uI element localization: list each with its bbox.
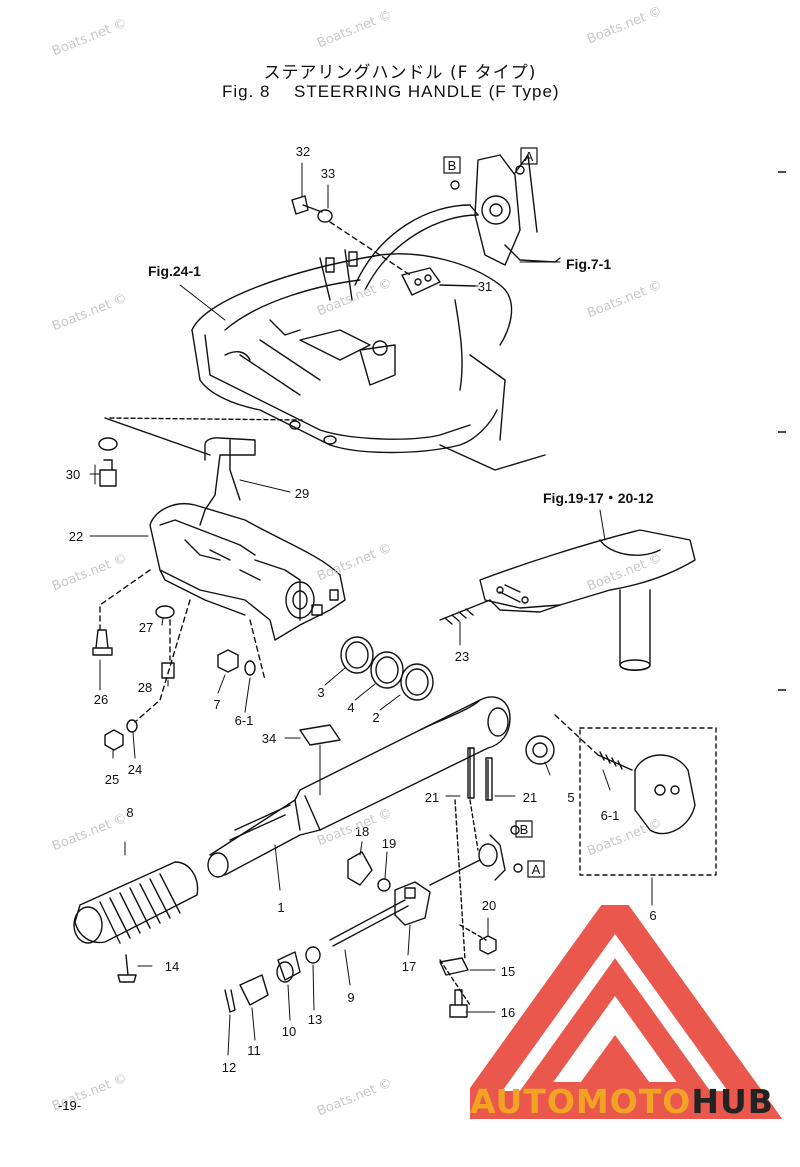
nut-26 bbox=[104, 729, 124, 751]
part-label-26: 25 bbox=[105, 772, 119, 787]
part-label-28: 27 bbox=[139, 620, 153, 635]
part-label-24: 23 bbox=[455, 649, 469, 664]
engine-frame-drawing bbox=[191, 249, 546, 471]
collar-14 bbox=[305, 946, 321, 964]
part-label-25: 24 bbox=[128, 762, 142, 777]
part-label-19: 18 bbox=[355, 824, 369, 839]
ref-fig-24-1: Fig.24-1 bbox=[148, 263, 201, 279]
part-label-2: 2 bbox=[372, 710, 379, 725]
title-japanese: ステアリングハンドル (F タイプ) bbox=[263, 63, 537, 83]
part-label-30: 29 bbox=[295, 486, 309, 501]
collar-5 bbox=[525, 735, 555, 765]
part-label-6: 6 bbox=[649, 908, 656, 923]
part-label-23: 22 bbox=[69, 529, 83, 544]
part-label-4: 4 bbox=[347, 700, 354, 715]
part-label-6-1: 6-1 bbox=[601, 808, 620, 823]
logo-text-part1: AUTOMOTO bbox=[470, 1082, 692, 1121]
automotohub-wordmark: AUTOMOTOHUB bbox=[470, 1082, 774, 1121]
title-english: Fig. 8 STEERRING HANDLE (F Type) bbox=[222, 82, 560, 102]
throttle-bracket-drawing bbox=[450, 154, 561, 266]
part-label-18: 17 bbox=[402, 959, 416, 974]
knob-19 bbox=[347, 851, 373, 886]
plate-16 bbox=[439, 957, 469, 976]
part-label-10: 9 bbox=[347, 990, 354, 1005]
handle-tube-1 bbox=[207, 696, 511, 878]
nut-21 bbox=[479, 935, 497, 955]
figure-title: STEERRING HANDLE (F Type) bbox=[294, 82, 560, 101]
part-label-12: 11 bbox=[247, 1043, 261, 1058]
bushing-11 bbox=[277, 951, 301, 981]
part-label-32: 31 bbox=[478, 279, 492, 294]
callout-box-b-bottom bbox=[515, 820, 533, 838]
handle-bracket-23 bbox=[149, 503, 346, 641]
swivel-bracket-drawing bbox=[479, 529, 696, 671]
page-number: -19- bbox=[58, 1098, 82, 1113]
part-label-13: 12 bbox=[222, 1060, 236, 1075]
washer-2 bbox=[400, 663, 434, 701]
part-label-14: 13 bbox=[308, 1012, 322, 1027]
callout-box-a-bottom bbox=[527, 860, 545, 878]
washer-3 bbox=[340, 636, 374, 674]
part-label-8: 7 bbox=[213, 697, 220, 712]
screw-15 bbox=[117, 954, 137, 983]
part-label-11: 10 bbox=[282, 1024, 296, 1039]
part-label-3: 3 bbox=[317, 685, 324, 700]
automotohub-logo bbox=[470, 905, 783, 1119]
part-label-20: 19 bbox=[382, 836, 396, 851]
tiller-bracket-6 bbox=[634, 754, 696, 835]
washer-31 bbox=[98, 437, 118, 451]
part-label-31: 30 bbox=[66, 467, 80, 482]
part-label-5: 5 bbox=[567, 790, 574, 805]
pin-13 bbox=[224, 989, 236, 1013]
throttle-linkage bbox=[429, 799, 523, 886]
steering-cable-upper bbox=[354, 204, 479, 291]
part-label-7: 6-1 bbox=[235, 713, 254, 728]
bolt-33 bbox=[291, 195, 323, 215]
callout-a-top: A bbox=[525, 149, 534, 164]
callout-b-top: B bbox=[448, 158, 457, 173]
callout-boxes bbox=[443, 147, 545, 878]
callout-a-bottom: A bbox=[532, 862, 541, 877]
part-label-22b: 21 bbox=[523, 790, 537, 805]
part-label-35: 34 bbox=[262, 731, 276, 746]
bolt-27 bbox=[92, 629, 113, 656]
steering-rod-30 bbox=[199, 437, 256, 526]
bolt-31 bbox=[99, 459, 117, 487]
washer-4 bbox=[370, 651, 404, 689]
ref-fig-19-17-20-12: Fig.19-17・20-12 bbox=[543, 490, 654, 506]
ref-fig-7-1: Fig.7-1 bbox=[566, 256, 611, 272]
part-label-29: 28 bbox=[138, 680, 152, 695]
part-label-22a: 21 bbox=[425, 790, 439, 805]
callout-box-a-top bbox=[520, 147, 538, 165]
part-label-33: 32 bbox=[296, 144, 310, 159]
callout-box-b-top bbox=[443, 156, 461, 174]
part-label-27: 26 bbox=[94, 692, 108, 707]
plate-32 bbox=[401, 267, 441, 296]
stopper-12 bbox=[239, 974, 269, 1006]
callout-b-bottom: B bbox=[520, 822, 529, 837]
part-label-21: 20 bbox=[482, 898, 496, 913]
bolt-29 bbox=[161, 662, 175, 679]
nut-8 bbox=[217, 649, 239, 673]
stud-24 bbox=[439, 599, 491, 621]
part-label-17: 16 bbox=[501, 1005, 515, 1020]
part-label-34: 33 bbox=[321, 166, 335, 181]
washer-28 bbox=[155, 605, 175, 619]
pin-22 bbox=[469, 747, 489, 801]
logo-text-part2: HUB bbox=[691, 1082, 774, 1121]
throttle-shaft-10 bbox=[329, 899, 409, 947]
bolt-17 bbox=[449, 989, 468, 1018]
plate-35 bbox=[299, 724, 341, 746]
part-label-1: 1 bbox=[277, 900, 284, 915]
figure-number: Fig. 8 bbox=[222, 82, 271, 101]
part-label-9: 8 bbox=[126, 805, 133, 820]
part-label-16: 15 bbox=[501, 964, 515, 979]
leader-lines bbox=[89, 162, 653, 1056]
o-ring-20 bbox=[377, 878, 391, 892]
throttle-grip-9 bbox=[73, 861, 199, 944]
throttle-block-18 bbox=[394, 881, 431, 926]
part-label-15: 14 bbox=[165, 959, 179, 974]
